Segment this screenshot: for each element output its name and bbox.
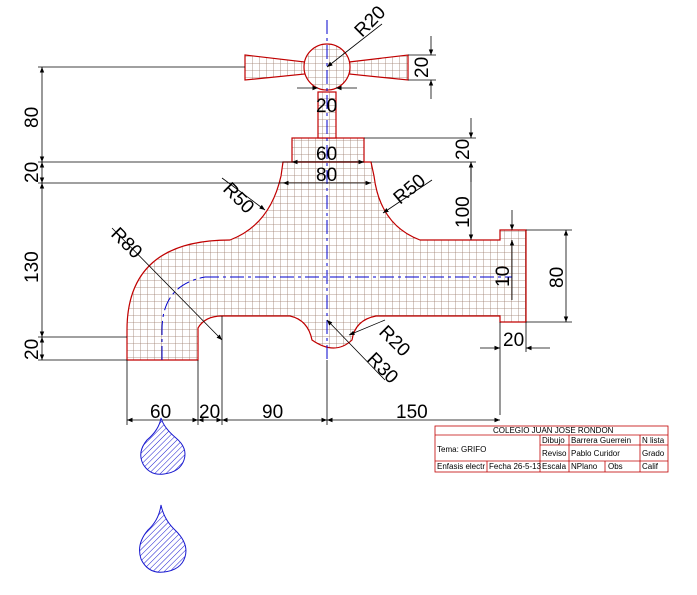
water-drop-lower [139,504,187,573]
title-block-reviso-name: Pablo Curidor [571,449,620,458]
title-block-theme: Tema: GRIFO [437,445,486,454]
dim-nozzle-10: 10 [493,266,514,287]
dim-bottom-20-left: 20 [22,339,43,360]
dim-width-60: 60 [150,402,171,423]
center-lines [161,20,512,360]
water-drop-upper [140,417,186,475]
title-block-calif: Calif [642,462,659,471]
dim-cap-height: 20 [453,139,474,160]
dim-nozzle-20: 20 [503,330,524,351]
dim-height-100: 100 [453,196,474,228]
dim-width-150: 150 [396,402,428,423]
title-block-escala: Escala [542,462,567,471]
dim-r-handle: R20 [351,2,390,41]
dim-height-20-left: 20 [22,162,43,183]
faucet-main-body [126,161,527,361]
dim-r50-left: R50 [218,179,257,218]
dim-width-90: 90 [262,402,283,423]
dim-r50-right: R50 [390,170,430,208]
dimension-lines [38,23,572,425]
title-block-obs: Obs [608,462,623,471]
dim-body-width: 80 [316,165,337,186]
title-block-reviso-label: Reviso [542,449,567,458]
water-drops [139,417,187,573]
title-block-lista-label: N lista [642,436,665,445]
dim-stem-width: 20 [316,96,337,117]
title-block-enfasis: Enfasis electr [437,462,485,471]
dim-handle-height: 20 [412,57,433,78]
title-block: COLEGIO JUAN JOSE RONDON Tema: GRIFO Dib… [434,425,669,473]
faucet-cap [291,137,365,163]
title-block-school: COLEGIO JUAN JOSE RONDON [493,426,614,435]
dim-nozzle-80: 80 [547,267,568,288]
title-block-grado-label: Grado [642,449,665,458]
dim-height-80: 80 [22,107,43,128]
title-block-plano: NPlano [571,462,598,471]
dim-r80: R80 [106,224,145,263]
title-block-dibujo-label: Dibujo [542,436,565,445]
title-block-dibujo-name: Barrera Guerrein [571,436,631,445]
title-block-fecha: Fecha 26-5-13 [489,462,542,471]
dim-cap-width: 60 [316,144,337,165]
dim-height-130: 130 [22,251,43,283]
dimension-labels: R20 20 20 80 20 60 80 20 R50 R50 100 R80… [22,2,568,423]
dim-width-20: 20 [199,402,220,423]
